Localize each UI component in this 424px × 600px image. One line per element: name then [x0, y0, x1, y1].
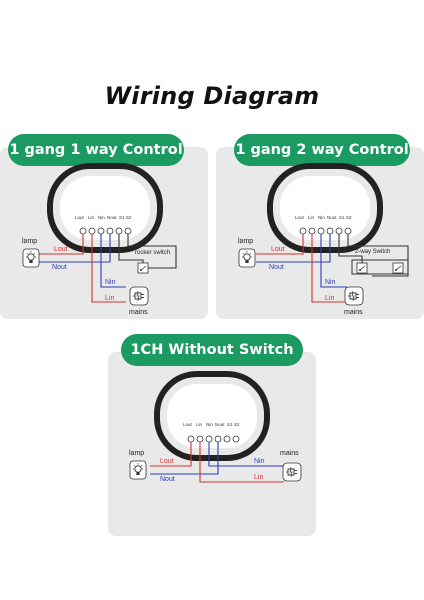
lamp-label: lamp	[129, 450, 144, 457]
terminal-label: Lin	[196, 422, 203, 427]
terminal-label: Lout	[183, 422, 193, 427]
diagram-panel-1: Lout Lin Nin Nout S1 S2 lamp Lout Nout N…	[22, 163, 177, 316]
terminal-label: S1	[227, 422, 233, 427]
panel-3-heading: 1CH Without Switch	[121, 334, 303, 366]
terminal-label: Lin	[308, 215, 315, 220]
terminal-label: Nin	[206, 422, 213, 427]
nout-label: Nout	[52, 264, 67, 271]
lamp-label: lamp	[238, 238, 253, 245]
mains-label: mains	[129, 309, 148, 316]
terminal-labels-3: Lout Lin Nin Nout S1 S2	[183, 422, 240, 427]
terminal-labels-1: Lout Lin Nin Nout S1 S2	[75, 215, 132, 220]
nout-label: Nout	[269, 264, 284, 271]
lout-label: Lout	[54, 246, 68, 253]
mains-plug-icon	[344, 286, 364, 306]
terminal-label: Nout	[327, 215, 337, 220]
terminal-label: Lout	[75, 215, 85, 220]
mains-label: mains	[344, 309, 363, 316]
lin-label: Lin	[105, 295, 114, 302]
terminal-label: Lin	[88, 215, 95, 220]
terminal-label: S2	[234, 422, 240, 427]
lamp-icon	[238, 248, 256, 268]
terminal-label: S1	[119, 215, 125, 220]
lamp-icon	[22, 248, 40, 268]
panel-1-heading: 1 gang 1 way Control	[8, 134, 184, 166]
terminal-label: Nin	[98, 215, 105, 220]
terminal-label: Nout	[215, 422, 225, 427]
lin-label: Lin	[254, 474, 263, 481]
lamp-label: lamp	[22, 238, 37, 245]
terminal-labels-2: Lout Lin Nin Nout S1 S2	[295, 215, 352, 220]
switch-label: rocker switch	[135, 250, 170, 256]
panel-2-heading: 1 gang 2 way Control	[234, 134, 410, 166]
terminal-label: S2	[346, 215, 352, 220]
lamp-icon	[129, 460, 147, 480]
diagram-panel-3: Lout Lin Nin Nout S1 S2 lamp Lout Nout N…	[129, 371, 302, 483]
nin-label: Nin	[105, 279, 116, 286]
mains-plug-icon	[282, 462, 302, 482]
page-title: Wiring Diagram	[104, 82, 320, 110]
lin-label: Lin	[325, 295, 334, 302]
terminal-label: Nout	[107, 215, 117, 220]
terminal-label: Nin	[318, 215, 325, 220]
terminal-label: Lout	[295, 215, 305, 220]
mains-label: mains	[280, 450, 299, 457]
lout-label: Lout	[271, 246, 285, 253]
terminal-label: S2	[126, 215, 132, 220]
lout-label: Lout	[160, 458, 174, 465]
switch-label: 2-way Switch	[355, 249, 390, 255]
terminal-label: S1	[339, 215, 345, 220]
nin-label: Nin	[254, 458, 265, 465]
diagram-panel-2: Lout Lin Nin Nout S1 S2 lamp Lout Nout N…	[238, 163, 409, 316]
nout-label: Nout	[160, 476, 175, 483]
mains-plug-icon	[129, 286, 149, 306]
nin-label: Nin	[325, 279, 336, 286]
